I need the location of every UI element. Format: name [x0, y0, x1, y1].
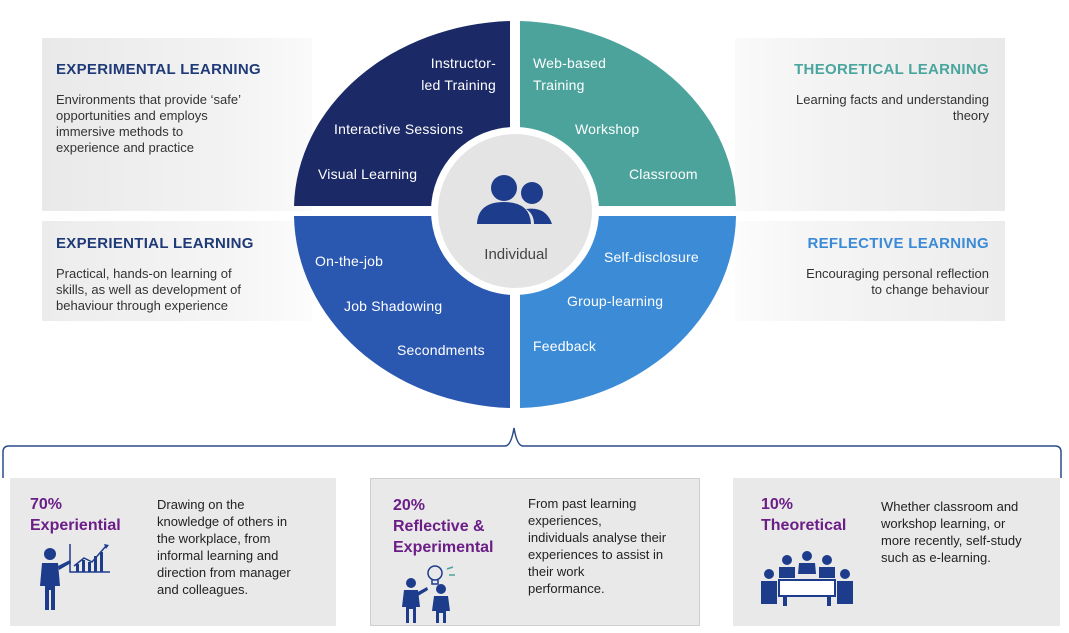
- box-title-line: 10%: [761, 496, 794, 513]
- box-text-line: experiences,: [528, 513, 602, 528]
- learning-wheel: [294, 21, 736, 408]
- reflective-desc-line: Encouraging personal reflection: [806, 266, 989, 281]
- box-title-line: Experiential: [30, 517, 121, 534]
- box-title-line: 70%: [30, 496, 63, 513]
- box-text-line: and colleagues.: [157, 582, 249, 597]
- wheel-label-classroom: Classroom: [629, 166, 698, 182]
- box-text-line: Drawing on the: [157, 497, 245, 512]
- wheel-label-job-shadowing: Job Shadowing: [344, 298, 443, 314]
- reflective-experimental-box: 20% Reflective & Experimental From past …: [370, 478, 700, 626]
- box-text-line: their work: [528, 564, 585, 579]
- experiential-band: [42, 221, 312, 321]
- wheel-label-self-disclosure: Self-disclosure: [604, 249, 699, 265]
- wheel-label-web-based-2: Training: [533, 77, 585, 93]
- idea-discussion-icon: [402, 565, 455, 623]
- reflective-desc: Encouraging personal reflection to chang…: [806, 266, 989, 298]
- reflective-band: [735, 221, 1005, 321]
- theoretical-box-title: 10% Theoretical: [761, 494, 846, 536]
- wheel-label-instructor-2: led Training: [421, 77, 496, 93]
- box-text-line: Whether classroom and: [881, 499, 1019, 514]
- box-text-line: knowledge of others in: [157, 514, 288, 529]
- wheel-label-instructor: Instructor-: [430, 55, 496, 71]
- experiential-box-text: Drawing on the knowledge of others in th…: [157, 496, 291, 598]
- reflective-experimental-box-title: 20% Reflective & Experimental: [393, 495, 493, 558]
- experimental-desc-line: Environments that provide ‘safe’: [56, 92, 241, 107]
- box-title-line: Reflective &: [393, 518, 485, 535]
- experiential-title: EXPERIENTIAL LEARNING: [56, 235, 254, 252]
- meeting-table-icon: [761, 551, 853, 606]
- experimental-desc-line: opportunities and employs: [56, 108, 208, 123]
- theoretical-desc-line: theory: [952, 108, 989, 123]
- box-text-line: performance.: [528, 581, 605, 596]
- theoretical-band: [735, 38, 1005, 211]
- experimental-title: EXPERIMENTAL LEARNING: [56, 61, 261, 78]
- box-text-line: individuals analyse their: [528, 530, 667, 545]
- experiential-box: 70% Experiential Drawing on the knowledg…: [10, 478, 336, 626]
- experiential-desc: Practical, hands-on learning of skills, …: [56, 266, 241, 314]
- box-title-line: 20%: [393, 497, 426, 514]
- experiential-desc-line: behaviour through experience: [56, 298, 229, 313]
- theoretical-box-text: Whether classroom and workshop learning,…: [881, 498, 1022, 566]
- box-text-line: experiences to assist in: [528, 547, 664, 562]
- wheel-label-on-the-job: On-the-job: [315, 253, 384, 269]
- box-text-line: workshop learning, or: [881, 516, 1006, 531]
- experimental-band: [42, 38, 312, 211]
- box-text-line: direction from manager: [157, 565, 291, 580]
- box-text-line: informal learning and: [157, 548, 279, 563]
- bracket-connector: [2, 427, 1062, 478]
- experiential-desc-line: skills, as well as development of: [56, 282, 241, 297]
- people-icon: [477, 175, 552, 224]
- wheel-label-feedback: Feedback: [533, 338, 597, 354]
- reflective-title: REFLECTIVE LEARNING: [807, 235, 989, 252]
- experiential-desc-line: Practical, hands-on learning of: [56, 266, 232, 281]
- wheel-label-workshop: Workshop: [575, 121, 640, 137]
- box-title-line: Experimental: [393, 539, 494, 556]
- box-text-line: such as e-learning.: [881, 550, 991, 565]
- experimental-desc-line: experience and practice: [56, 140, 195, 155]
- reflective-desc-line: to change behaviour: [871, 282, 989, 297]
- box-text-line: From past learning: [528, 496, 637, 511]
- wheel-label-visual-learning: Visual Learning: [318, 166, 418, 182]
- experimental-desc-line: immersive methods to: [56, 124, 184, 139]
- presenter-chart-icon: [40, 544, 110, 610]
- box-title-line: Theoretical: [761, 517, 847, 534]
- wheel-label-group-learning: Group-learning: [567, 293, 664, 309]
- box-text-line: more recently, self-study: [881, 533, 1022, 548]
- theoretical-desc: Learning facts and understanding theory: [796, 92, 989, 124]
- wheel-label-secondments: Secondments: [397, 342, 485, 358]
- wheel-label-interactive-sessions: Interactive Sessions: [334, 121, 464, 137]
- theoretical-desc-line: Learning facts and understanding: [796, 92, 989, 107]
- wheel-label-web-based: Web-based: [533, 55, 607, 71]
- center-label: Individual: [484, 246, 548, 263]
- experiential-box-title: 70% Experiential: [30, 494, 121, 536]
- experimental-desc: Environments that provide ‘safe’ opportu…: [56, 92, 241, 156]
- theoretical-box: 10% Theoretical Whether classroom and wo…: [733, 478, 1060, 626]
- box-text-line: the workplace, from: [157, 531, 271, 546]
- reflective-experimental-box-text: From past learning experiences, individu…: [528, 495, 666, 597]
- theoretical-title: THEORETICAL LEARNING: [794, 61, 989, 78]
